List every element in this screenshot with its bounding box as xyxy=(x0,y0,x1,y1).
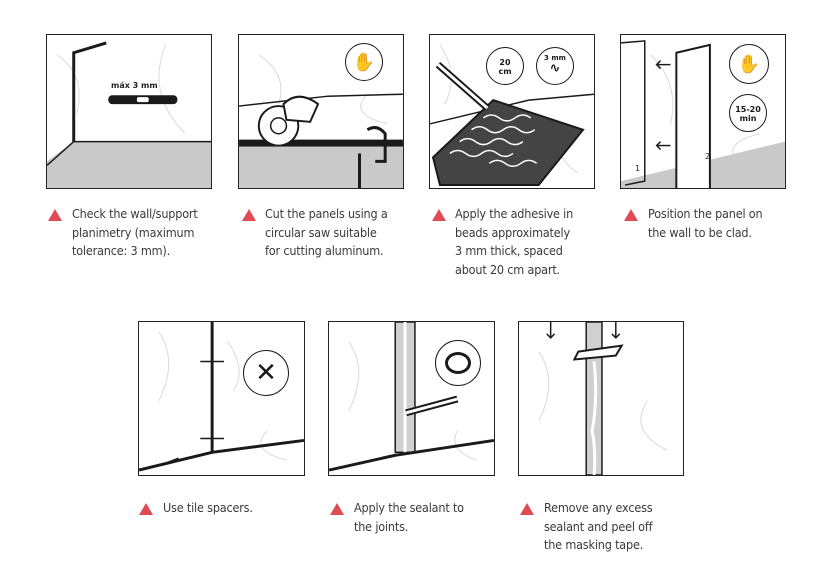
step-3-marker xyxy=(432,209,446,221)
step-1-caption: Check the wall/support planimetry (maxim… xyxy=(72,206,198,258)
step-3-caption: Apply the adhesive in beads approximatel… xyxy=(455,206,574,277)
step-4-marker xyxy=(624,209,638,221)
step-4-caption: Position the panel on the wall to be cla… xyxy=(648,206,763,240)
adhesive-application-drawing xyxy=(430,44,594,187)
step-7-illustration xyxy=(518,321,684,476)
step-6-caption: Apply the sealant to the joints. xyxy=(354,500,464,534)
tape-removal-drawing xyxy=(538,322,668,475)
step-5-caption: Use tile spacers. xyxy=(163,500,253,515)
tolerance-label: máx 3 mm xyxy=(111,81,158,90)
wall-level-drawing xyxy=(47,41,211,188)
step-5-illustration: ✕ xyxy=(138,321,305,476)
tape-roll-icon xyxy=(435,340,481,386)
bead-thickness-badge: 3 mm ∿ xyxy=(536,47,574,85)
step-5-marker xyxy=(139,503,153,515)
gloves-icon: ✋ xyxy=(345,43,383,81)
step-4-illustration: 1 2 ✋ 15-20 min xyxy=(620,34,786,189)
step-2-caption: Cut the panels using a circular saw suit… xyxy=(265,206,388,258)
step-6-illustration xyxy=(328,321,495,476)
tile-spacers-drawing xyxy=(139,322,304,472)
sealant-application-drawing xyxy=(329,322,494,472)
step-2-marker xyxy=(242,209,256,221)
step-3-illustration: 20 cm 3 mm ∿ xyxy=(429,34,595,189)
panel-positioning-drawing xyxy=(621,40,785,188)
step-1-illustration: máx 3 mm xyxy=(46,34,212,189)
step-7-marker xyxy=(520,503,534,515)
saw-cutting-drawing xyxy=(239,54,403,188)
step-7-caption: Remove any excess sealant and peel off t… xyxy=(544,500,653,552)
panel-number-1: 1 xyxy=(635,164,641,173)
cross-icon: ✕ xyxy=(243,350,289,396)
panel-number-2: 2 xyxy=(705,152,711,161)
step-6-marker xyxy=(330,503,344,515)
step-1-marker xyxy=(48,209,62,221)
step-2-illustration: ✋ xyxy=(238,34,404,189)
drying-time-badge: 15-20 min xyxy=(729,94,767,132)
gloves-icon: ✋ xyxy=(729,44,769,84)
bead-spacing-badge: 20 cm xyxy=(486,47,524,85)
